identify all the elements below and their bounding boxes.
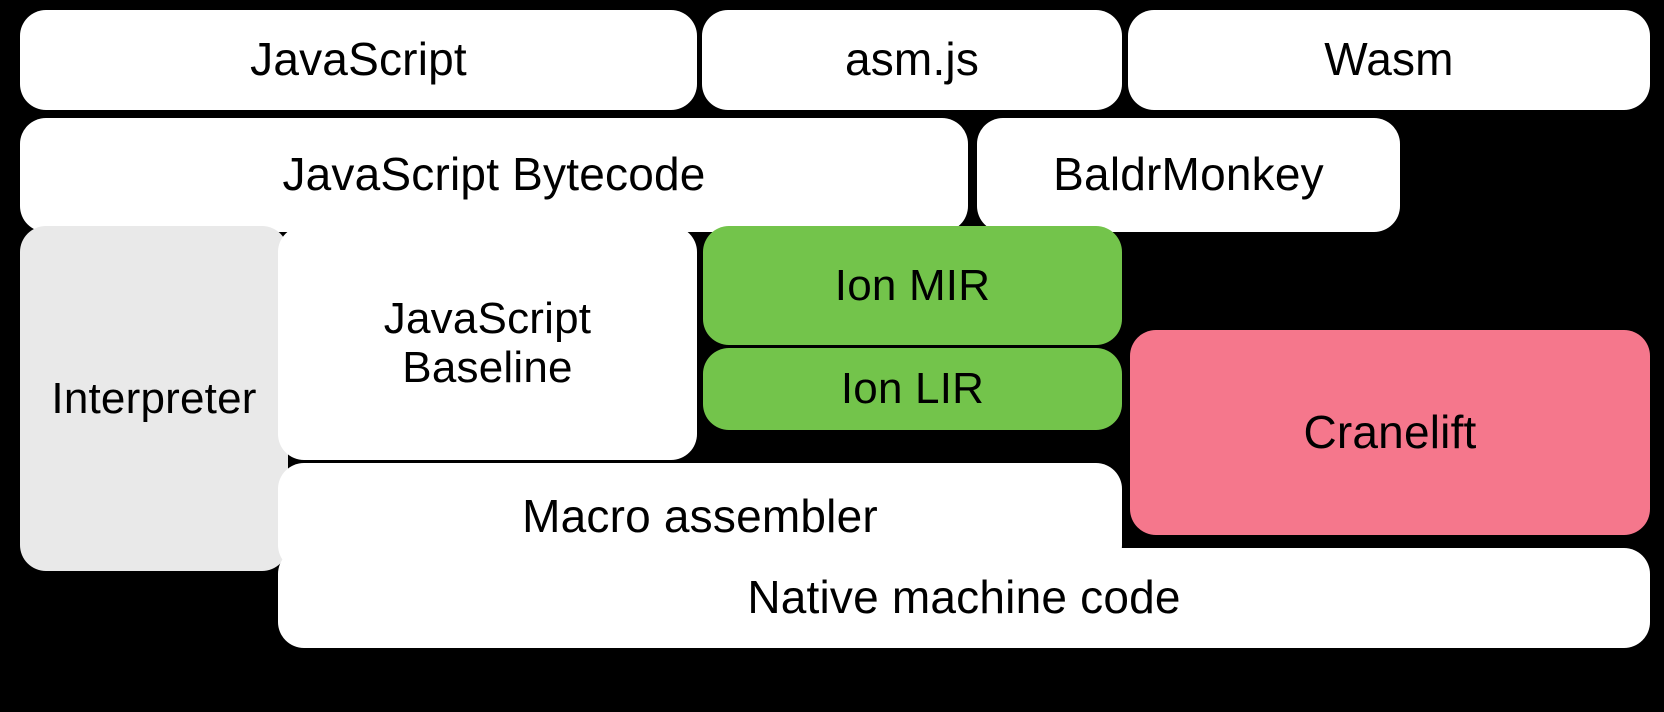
node-baldrmonkey[interactable]: BaldrMonkey: [977, 118, 1400, 232]
node-cranelift[interactable]: Cranelift: [1130, 330, 1650, 535]
node-ion-mir[interactable]: Ion MIR: [703, 226, 1122, 345]
node-asm-js[interactable]: asm.js: [702, 10, 1122, 110]
node-javascript-baseline[interactable]: JavaScript Baseline: [278, 226, 697, 460]
node-javascript-bytecode[interactable]: JavaScript Bytecode: [20, 118, 968, 232]
node-interpreter[interactable]: Interpreter: [20, 226, 288, 571]
node-native-machine-code[interactable]: Native machine code: [278, 548, 1650, 648]
node-ion-lir[interactable]: Ion LIR: [703, 348, 1122, 430]
node-javascript[interactable]: JavaScript: [20, 10, 697, 110]
node-wasm[interactable]: Wasm: [1128, 10, 1650, 110]
